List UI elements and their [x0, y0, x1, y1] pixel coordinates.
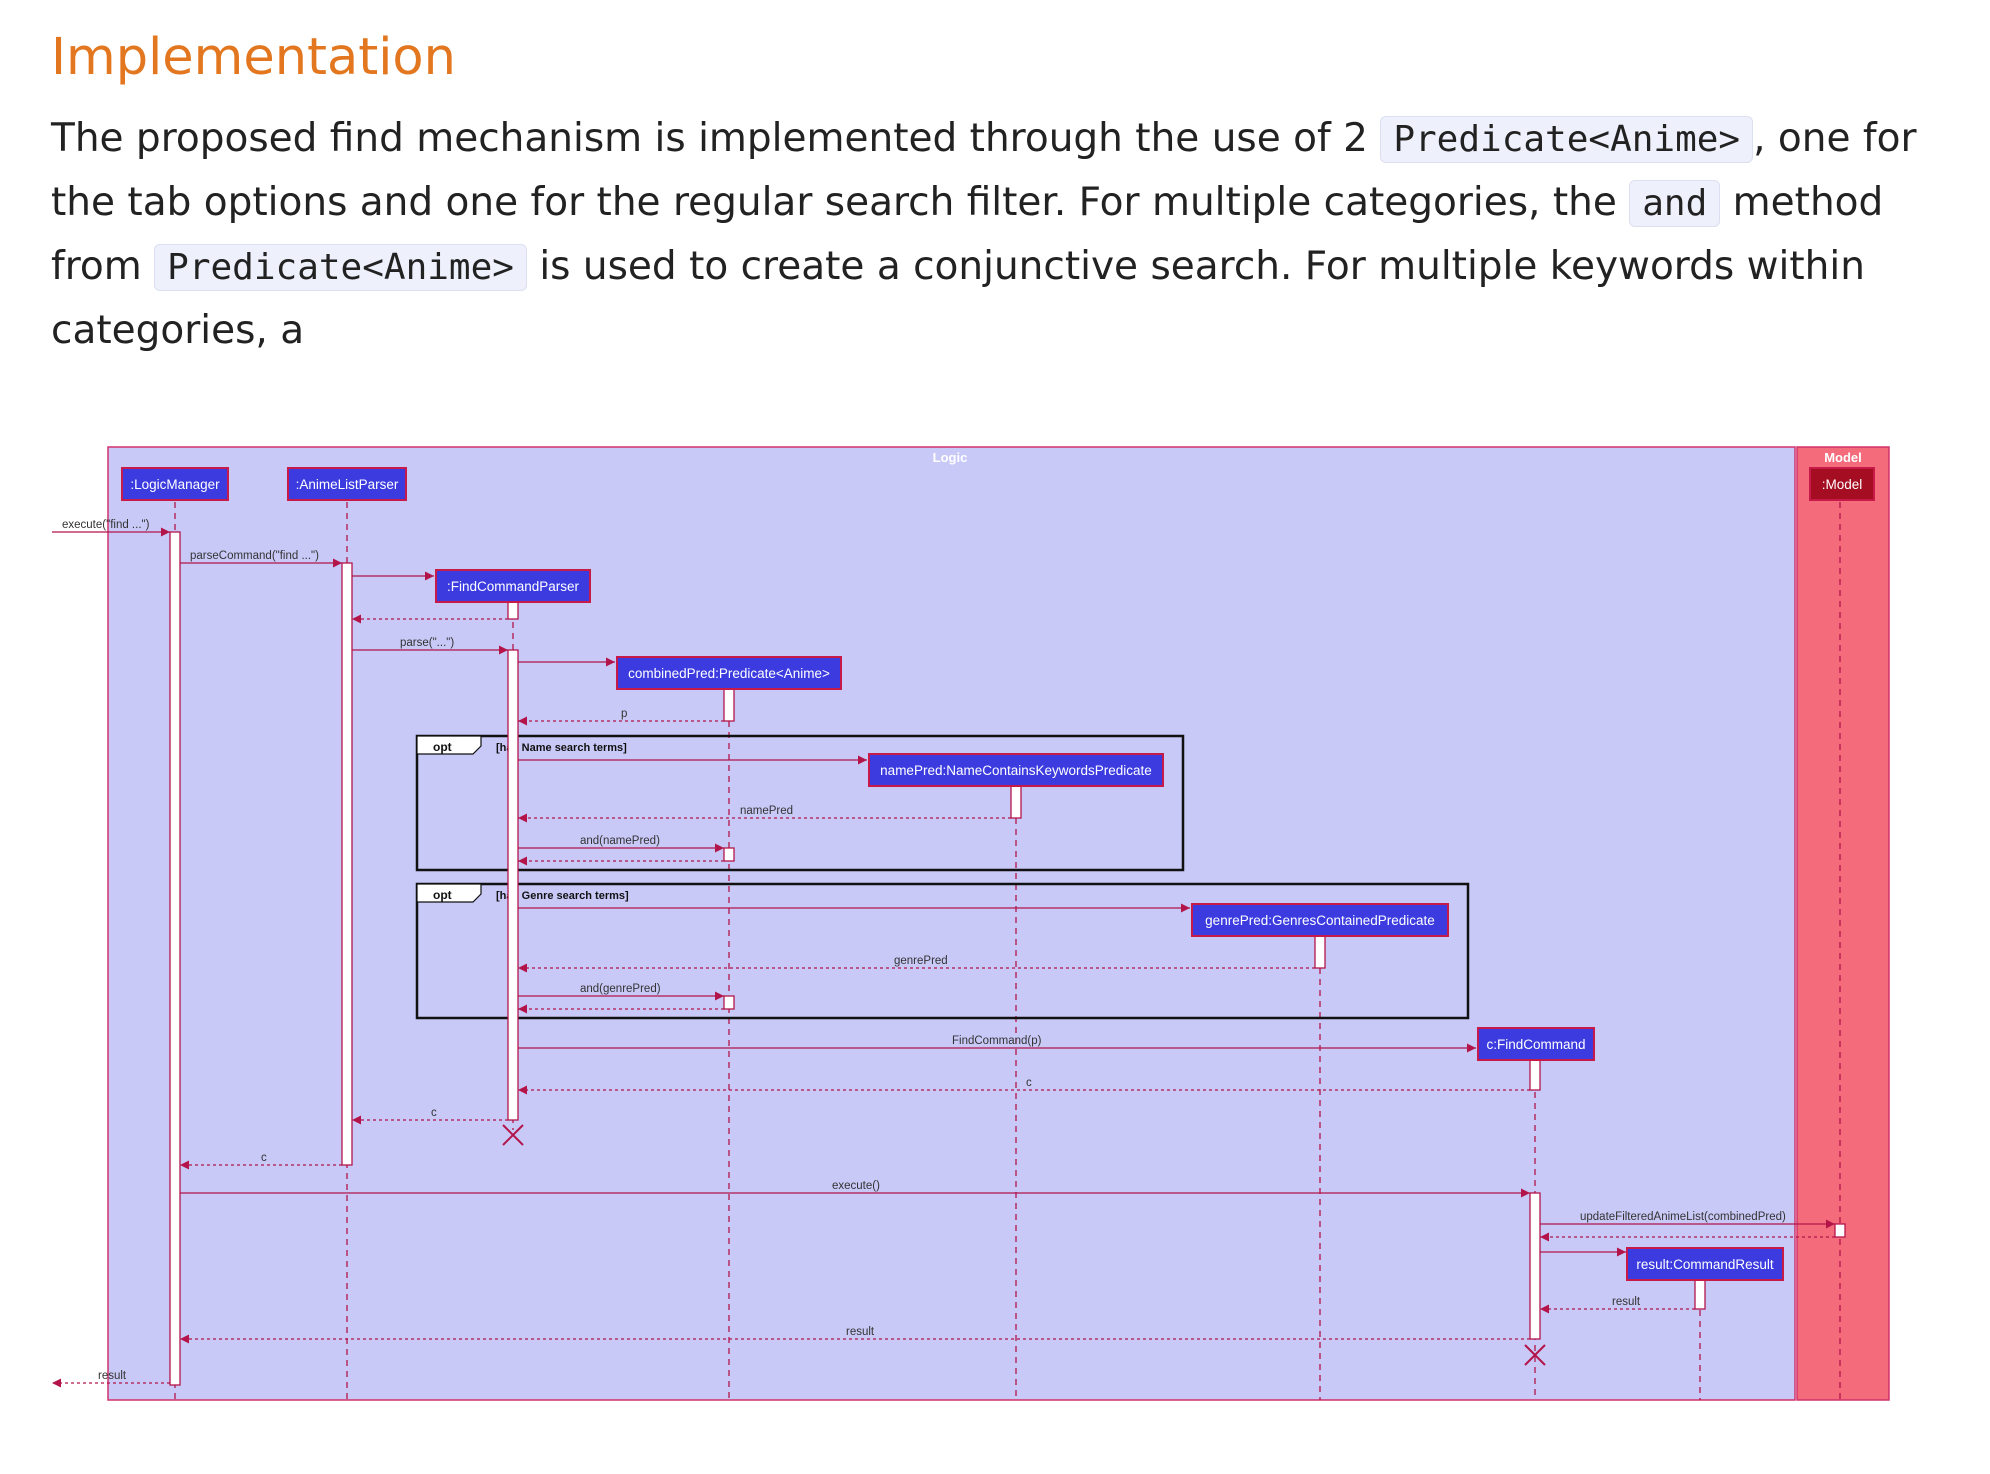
paragraph-line-1: The proposed find mechanism is implement… [51, 116, 1917, 163]
participant-name-pred: namePred:NameContainsKeywordsPredicate [868, 753, 1164, 787]
label-name-pred-return: namePred [740, 805, 793, 817]
activation-model [1834, 1223, 1846, 1238]
inline-code: Predicate<Anime> [154, 244, 527, 291]
participant-genre-pred: genrePred:GenresContainedPredicate [1191, 903, 1449, 937]
label-c2: c [431, 1107, 437, 1119]
activation-logic-manager [169, 531, 181, 1386]
paragraph-line-4: categories, a [51, 308, 304, 353]
paragraph-text: categories, a [51, 308, 305, 353]
participant-find-command: c:FindCommand [1477, 1027, 1595, 1061]
activation-combined-and-name [723, 847, 735, 862]
participant-command-result: result:CommandResult [1626, 1247, 1784, 1281]
label-execute: execute() [832, 1180, 880, 1192]
paragraph-text: the tab options and one for the regular … [51, 180, 1630, 225]
activation-find-command-init [1529, 1058, 1541, 1091]
participant-combined-pred: combinedPred:Predicate<Anime> [616, 656, 842, 690]
logic-box [107, 446, 1796, 1401]
activation-parser [341, 562, 353, 1166]
participant-find-command-parser: :FindCommandParser [435, 569, 591, 603]
svg-text::AnimeListParser: :AnimeListParser [296, 477, 399, 492]
label-execute-find: execute("find ...") [62, 519, 150, 531]
svg-text::LogicManager: :LogicManager [130, 477, 220, 492]
opt2-guard: [has Genre search terms] [496, 890, 629, 902]
paragraph-text: , one for [1753, 116, 1917, 161]
activation-find-parser [507, 649, 519, 1121]
label-p: p [621, 708, 627, 720]
activation-genre-pred [1314, 934, 1326, 969]
model-box-label: Model [1824, 450, 1862, 465]
model-box [1796, 446, 1890, 1401]
paragraph-text: The proposed find mechanism is implement… [51, 116, 1381, 161]
label-genre-pred-return: genrePred [894, 955, 948, 967]
svg-text:c:FindCommand: c:FindCommand [1486, 1037, 1585, 1052]
inline-code: and [1629, 180, 1721, 227]
svg-text:combinedPred:Predicate<Anime>: combinedPred:Predicate<Anime> [628, 666, 830, 681]
paragraph-text: method [1720, 180, 1884, 225]
activation-combined-and-genre [723, 995, 735, 1010]
paragraph-text: from [51, 244, 155, 289]
participant-anime-list-parser: :AnimeListParser [287, 467, 407, 501]
participant-model: :Model [1809, 467, 1875, 501]
opt1-guard: [has Name search terms] [496, 742, 627, 754]
paragraph-line-2: the tab options and one for the regular … [51, 180, 1884, 227]
inline-code: Predicate<Anime> [1380, 116, 1754, 163]
activation-command-result [1694, 1276, 1706, 1310]
svg-text:genrePred:GenresContainedPredi: genrePred:GenresContainedPredicate [1205, 913, 1435, 928]
opt2-operator: opt [433, 888, 452, 902]
section-heading: Implementation [51, 28, 456, 87]
label-result1: result [1612, 1296, 1641, 1308]
label-parse-command: parseCommand("find ...") [190, 550, 319, 562]
label-find-command-create: FindCommand(p) [952, 1035, 1042, 1047]
activation-name-pred [1010, 784, 1022, 819]
svg-text::Model: :Model [1822, 477, 1863, 492]
destroy-find-command [1524, 1344, 1546, 1366]
svg-text::FindCommandParser: :FindCommandParser [447, 579, 580, 594]
opt1-operator: opt [433, 740, 452, 754]
label-result3: result [98, 1370, 127, 1382]
logic-box-label: Logic [933, 450, 968, 465]
label-parse: parse("...") [400, 637, 454, 649]
activation-find-command [1529, 1192, 1541, 1340]
label-c3: c [261, 1152, 267, 1164]
label-result2: result [846, 1326, 875, 1338]
paragraph-line-3: from Predicate<Anime> is used to create … [51, 244, 1865, 291]
opt-fragment-genre: opt [has Genre search terms] [415, 882, 1470, 1020]
svg-text:result:CommandResult: result:CommandResult [1636, 1257, 1774, 1272]
opt-fragment-name: opt [has Name search terms] [415, 734, 1185, 872]
paragraph-text: is used to create a conjunctive search. … [526, 244, 1865, 289]
label-c1: c [1026, 1077, 1032, 1089]
svg-text:namePred:NameContainsKeywordsP: namePred:NameContainsKeywordsPredicate [880, 763, 1152, 778]
label-and-genre: and(genrePred) [580, 983, 661, 995]
participant-logic-manager: :LogicManager [121, 467, 229, 501]
label-and-name: and(namePred) [580, 835, 660, 847]
destroy-find-parser [502, 1124, 524, 1146]
label-update-filtered: updateFilteredAnimeList(combinedPred) [1580, 1211, 1786, 1223]
activation-combined-pred [723, 687, 735, 722]
